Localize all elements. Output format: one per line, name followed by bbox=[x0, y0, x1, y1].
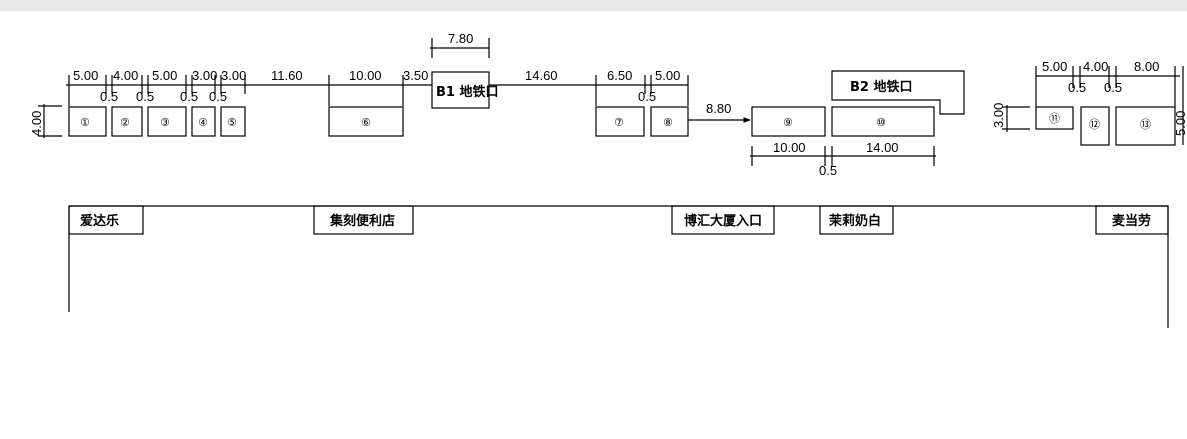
shop-box-3 bbox=[671, 205, 775, 235]
dim-top-7: 10.00 bbox=[349, 68, 382, 83]
stall-6-number: ⑥ bbox=[361, 116, 371, 129]
stall-5-box bbox=[220, 106, 246, 137]
dim-lower-2: 14.00 bbox=[866, 140, 899, 155]
dim-b1-width: 7.80 bbox=[448, 31, 473, 46]
dim-gap-2: 0.5 bbox=[136, 89, 154, 104]
stall-3-number: ③ bbox=[160, 116, 170, 129]
stall-8-number: ⑧ bbox=[663, 116, 673, 129]
dim-top-1: 5.00 bbox=[73, 68, 98, 83]
stall-11-box bbox=[1035, 106, 1074, 130]
dim-gap-4: 0.5 bbox=[209, 89, 227, 104]
dim-to-stall-9: 8.80 bbox=[706, 101, 731, 116]
dim-top-8: 3.50 bbox=[403, 68, 428, 83]
stall-8-box bbox=[650, 106, 689, 137]
dim-lower-gap: 0.5 bbox=[819, 163, 837, 178]
stall-2-box bbox=[111, 106, 143, 137]
stall-7-number: ⑦ bbox=[614, 116, 624, 129]
shop-box-2 bbox=[313, 205, 414, 235]
shop-name-1: 爱达乐 bbox=[80, 213, 119, 229]
dim-right-2: 4.00 bbox=[1083, 59, 1108, 74]
stall-3-box bbox=[147, 106, 187, 137]
dim-top-10: 6.50 bbox=[607, 68, 632, 83]
b2-entrance-outline bbox=[831, 70, 965, 115]
dim-top-9: 14.60 bbox=[525, 68, 558, 83]
window-top-bar bbox=[0, 0, 1187, 11]
stall-9-box bbox=[751, 106, 826, 137]
dim-gap-3: 0.5 bbox=[180, 89, 198, 104]
dim-right-3: 8.00 bbox=[1134, 59, 1159, 74]
stall-1-box bbox=[68, 106, 107, 137]
dim-top-6: 11.60 bbox=[271, 68, 303, 83]
shop-name-4: 茉莉奶白 bbox=[829, 213, 881, 229]
dim-top-3: 5.00 bbox=[152, 68, 177, 83]
dim-right-gap-1: 0.5 bbox=[1068, 80, 1086, 95]
shop-box-4 bbox=[819, 205, 894, 235]
stall-2-number: ② bbox=[120, 116, 130, 129]
stall-4-box bbox=[191, 106, 216, 137]
stall-13-number: ⑬ bbox=[1140, 118, 1151, 131]
dim-top-2: 4.00 bbox=[113, 68, 138, 83]
stall-4-number: ④ bbox=[198, 116, 208, 129]
dim-gap-1: 0.5 bbox=[100, 89, 118, 104]
dim-right-1: 5.00 bbox=[1042, 59, 1067, 74]
stall-11-number: ⑪ bbox=[1049, 112, 1060, 125]
dim-gap-5: 0.5 bbox=[638, 89, 656, 104]
stall-12-number: ⑫ bbox=[1089, 118, 1100, 131]
dim-right-edge: 5.00 bbox=[1173, 111, 1187, 136]
stall-5-number: ⑤ bbox=[227, 116, 237, 129]
dim-right-gap-2: 0.5 bbox=[1104, 80, 1122, 95]
stall-12-box bbox=[1080, 106, 1110, 146]
stall-9-number: ⑨ bbox=[783, 116, 793, 129]
stall-10-number: ⑩ bbox=[876, 116, 886, 129]
b1-entrance-box bbox=[431, 71, 490, 109]
stall-10-box bbox=[831, 106, 935, 137]
shop-name-2: 集刻便利店 bbox=[329, 213, 395, 229]
dim-top-5: 3.00 bbox=[221, 68, 246, 83]
b2-entrance-label: B2 地铁口 bbox=[850, 79, 912, 95]
shop-name-3: 博汇大厦入口 bbox=[684, 213, 762, 229]
shop-name-5: 麦当劳 bbox=[1112, 213, 1151, 229]
stall-6-box bbox=[328, 106, 404, 137]
dim-top-4: 3.00 bbox=[192, 68, 217, 83]
shop-box-5 bbox=[1095, 205, 1169, 235]
stall-1-number: ① bbox=[80, 116, 90, 129]
dim-top-11: 5.00 bbox=[655, 68, 680, 83]
b1-entrance-label: B1 地铁口 bbox=[436, 84, 498, 100]
stall-13-box bbox=[1115, 106, 1176, 146]
dim-right-height: 3.00 bbox=[991, 103, 1006, 128]
dim-left-height: 4.00 bbox=[29, 111, 44, 136]
dim-lower-1: 10.00 bbox=[773, 140, 806, 155]
stall-7-box bbox=[595, 106, 645, 137]
shop-box-1 bbox=[68, 205, 144, 235]
dimension-ticks bbox=[68, 75, 689, 106]
